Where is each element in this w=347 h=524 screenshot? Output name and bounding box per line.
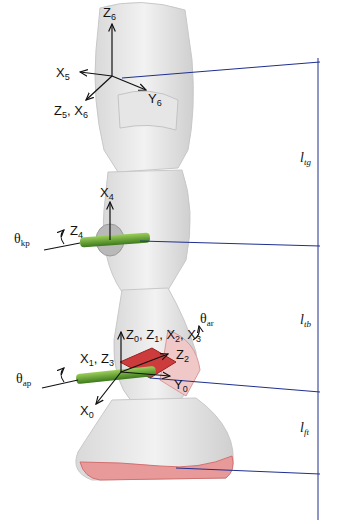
- symbol: l: [300, 420, 304, 435]
- symbol: Z: [126, 327, 134, 342]
- symbol: X: [56, 65, 65, 80]
- subscript: 6: [111, 12, 116, 22]
- symbol: θ: [200, 311, 207, 326]
- separator: ,: [94, 351, 101, 366]
- symbol: Z: [103, 5, 111, 20]
- subscript: ap: [23, 378, 32, 388]
- subscript: 0: [89, 410, 94, 420]
- subscript: 6: [157, 98, 162, 108]
- axis-label: θkp: [14, 232, 30, 246]
- symbol: Y: [174, 377, 183, 392]
- axis-label: lft: [300, 420, 309, 436]
- separator: ,: [180, 327, 187, 342]
- subscript: ft: [304, 427, 309, 437]
- symbol: Z: [101, 351, 109, 366]
- symbol: l: [300, 312, 304, 327]
- axis-label: X4: [100, 186, 114, 199]
- subscript: tb: [304, 319, 311, 329]
- subscript: 0: [183, 384, 188, 394]
- axis-label: Z0, Z1, X2, X3: [126, 328, 201, 341]
- subscript: ar: [207, 318, 214, 328]
- separator: ,: [159, 327, 166, 342]
- subscript: 4: [109, 192, 114, 202]
- separator: ,: [139, 327, 146, 342]
- symbol: θ: [14, 231, 21, 246]
- symbol: X: [187, 327, 196, 342]
- axis-label: ltg: [300, 150, 311, 166]
- subscript: 2: [184, 354, 189, 364]
- axis-label: ltb: [300, 312, 311, 328]
- symbol: θ: [16, 371, 23, 386]
- symbol: Z: [54, 103, 62, 118]
- subscript: kp: [21, 238, 30, 248]
- symbol: X: [80, 403, 89, 418]
- axis-label: Z6: [103, 6, 116, 19]
- symbol: X: [166, 327, 175, 342]
- symbol: Z: [146, 327, 154, 342]
- subscript: 3: [196, 334, 201, 344]
- foot-sole: [80, 456, 233, 480]
- symbol: X: [100, 185, 109, 200]
- axis-label: X0: [80, 404, 94, 417]
- subscript: 4: [78, 230, 83, 240]
- axis-label: Z5, X6: [54, 104, 88, 117]
- rotation-arrows: [42, 230, 199, 388]
- subscript: 5: [62, 110, 67, 120]
- subscript: 0: [134, 334, 139, 344]
- symbol: l: [300, 150, 304, 165]
- axis-label: Y0: [174, 378, 188, 391]
- coordinate-frames: [80, 24, 170, 404]
- symbol: Z: [70, 223, 78, 238]
- dimension-lines: [122, 58, 320, 520]
- socket-shape: [95, 2, 193, 172]
- socket-opening: [118, 91, 178, 130]
- ankle-axis: [76, 366, 157, 384]
- symbol: X: [80, 351, 89, 366]
- axis-label: X1, Z3: [80, 352, 114, 365]
- subscript: 1: [89, 358, 94, 368]
- axis-label: θar: [200, 312, 214, 326]
- knee-axis: [80, 233, 151, 248]
- separator: ,: [67, 103, 74, 118]
- axis-label: Y6: [148, 92, 162, 105]
- foot-shape: [76, 398, 233, 480]
- subscript: 1: [154, 334, 159, 344]
- axis-label: θap: [16, 372, 31, 386]
- symbol: X: [74, 103, 83, 118]
- subscript: 3: [109, 358, 114, 368]
- axis-label: X5: [56, 66, 70, 79]
- axis-label: Z2: [176, 348, 189, 361]
- axis-label: Z4: [70, 224, 83, 237]
- subscript: 6: [83, 110, 88, 120]
- subscript: 5: [65, 72, 70, 82]
- subscript: tg: [304, 157, 311, 167]
- symbol: Y: [148, 91, 157, 106]
- subscript: 2: [175, 334, 180, 344]
- symbol: Z: [176, 347, 184, 362]
